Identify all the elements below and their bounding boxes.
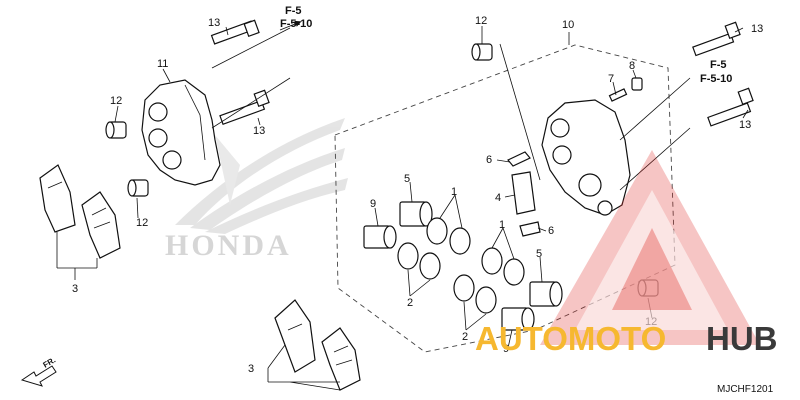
callout-13-d: 13 [739,119,751,131]
callout-3-a: 3 [72,283,78,295]
bolt-13-d [707,87,754,127]
callout-2-a: 2 [407,297,413,309]
callout-12-a: 12 [110,95,122,107]
diagram-code: MJCHF1201 [717,384,774,395]
seals-set-right [453,247,525,314]
callouts: 13 13 13 13 12 12 12 12 11 10 7 8 6 6 4 … [72,15,763,375]
callout-4: 4 [495,192,501,204]
reference-right-line1: F-5 [710,59,727,71]
collar-12-left-bottom [127,179,149,197]
callout-2-b: 2 [462,331,468,343]
pad-spring-4 [511,171,536,215]
seals-set-left [397,217,471,280]
callout-7: 7 [608,73,614,85]
callout-6-a: 6 [486,154,492,166]
callout-12-c: 12 [475,15,487,27]
pin-6-a [507,151,531,167]
callout-6-b: 6 [548,225,554,237]
piston-9-right [501,307,535,331]
reference-left-line1: F-5 [285,5,302,17]
bolt-13-c [692,21,741,57]
watermark-brand-part1: AUTOMOTO [475,320,666,357]
assembly-dashed-outline [334,44,676,353]
pin-6-b [519,221,541,237]
callout-13-b: 13 [253,125,265,137]
piston-5-left [399,201,433,227]
left-caliper-body [141,79,221,186]
piston-5-right [529,281,563,307]
reference-left: F-5 F-5-10 [279,5,312,31]
callout-5-b: 5 [536,248,542,260]
callout-13-c: 13 [751,23,763,35]
honda-watermark-text: HONDA [165,229,292,262]
reference-right-line2: F-5-10 [700,73,732,85]
reference-left-line2: F-5-10 [280,18,312,30]
honda-wing-watermark [175,118,348,234]
callout-13-a: 13 [208,17,220,29]
right-caliper-body [541,99,631,216]
bleeder-cap-8 [631,77,643,91]
automotohub-watermark: AUTOMOTO HUB [475,150,778,357]
bolt-13-a [210,19,260,45]
bolt-13-b [219,89,270,125]
watermark-brand-part2: HUB [706,320,778,357]
bleeder-screw-7 [608,88,628,102]
front-label: FR. [42,355,58,369]
callout-11: 11 [157,58,168,70]
leader-lines [56,26,749,391]
collar-12-right-top [471,43,493,61]
collar-12-left-top [105,121,127,139]
callout-8: 8 [629,60,635,72]
brake-pad-set-bottom [274,299,361,391]
callout-10: 10 [562,19,574,31]
piston-9-left [363,225,397,249]
callout-1-a: 1 [451,186,457,198]
front-direction-arrow: FR. [20,355,58,387]
callout-12-b: 12 [136,217,148,229]
callout-9-a: 9 [370,198,376,210]
callout-1-b: 1 [499,219,505,231]
callout-9-b: 9 [503,343,509,355]
callout-3-b: 3 [248,363,254,375]
reference-right: F-5 F-5-10 [700,59,732,85]
callout-5-a: 5 [404,173,410,185]
brake-pad-set-top [39,164,121,259]
